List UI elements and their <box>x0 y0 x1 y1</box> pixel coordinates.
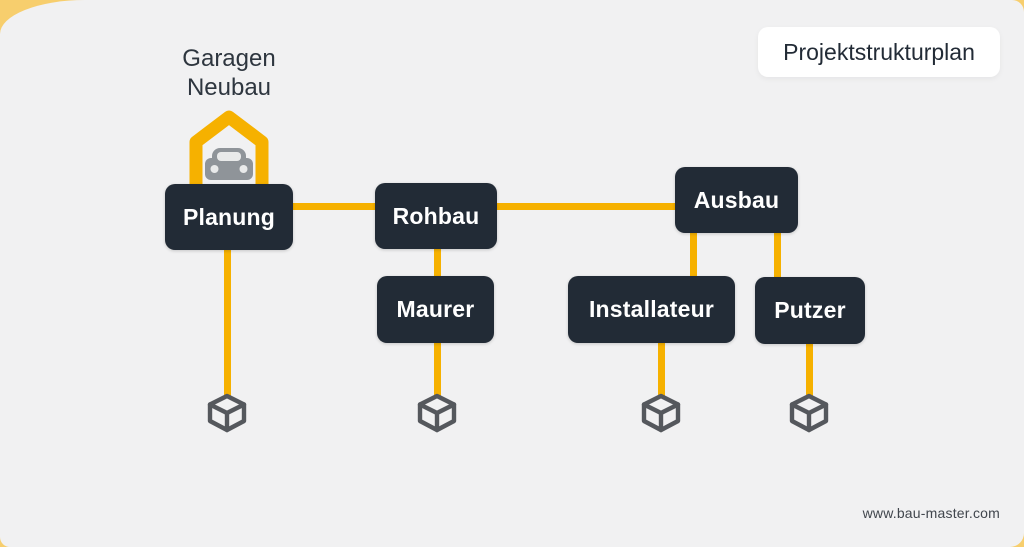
node-ausbau-label: Ausbau <box>693 186 780 213</box>
website-url: www.bau-master.com <box>862 505 1000 521</box>
connector-maurer-workpackage <box>434 342 441 398</box>
garage-icon <box>189 110 269 186</box>
node-rohbau-label: Rohbau <box>392 202 480 229</box>
node-putzer-label: Putzer <box>774 297 846 323</box>
connector-ausbau-installateur <box>690 230 697 278</box>
node-putzer: Putzer <box>755 277 865 344</box>
cube-icon <box>789 393 829 433</box>
cube-icon <box>207 393 247 433</box>
node-maurer: Maurer <box>377 276 494 343</box>
plan-type-label: Projektstrukturplan <box>783 38 975 65</box>
connector-installateur-workpackage <box>658 342 665 398</box>
node-planung-label: Planung <box>182 203 276 230</box>
connector-putzer-workpackage <box>806 343 813 398</box>
connector-ausbau-putzer <box>774 230 781 279</box>
node-rohbau: Rohbau <box>375 183 497 249</box>
connector-rohbau-maurer <box>434 246 441 278</box>
node-maurer-label: Maurer <box>396 296 475 322</box>
connector-planung-workpackage <box>224 250 231 398</box>
node-planung: Planung <box>165 184 293 250</box>
project-title-line1: Garagen <box>182 45 276 72</box>
node-installateur: Installateur <box>568 276 735 343</box>
car-icon <box>205 148 253 180</box>
node-installateur-label: Installateur <box>588 296 715 322</box>
node-ausbau: Ausbau <box>675 167 798 233</box>
plan-type-badge: Projektstrukturplan <box>758 27 1000 77</box>
project-title: Garagen Neubau <box>129 44 329 102</box>
cube-icon <box>417 393 457 433</box>
project-title-line2: Neubau <box>186 74 272 101</box>
cube-icon <box>641 393 681 433</box>
